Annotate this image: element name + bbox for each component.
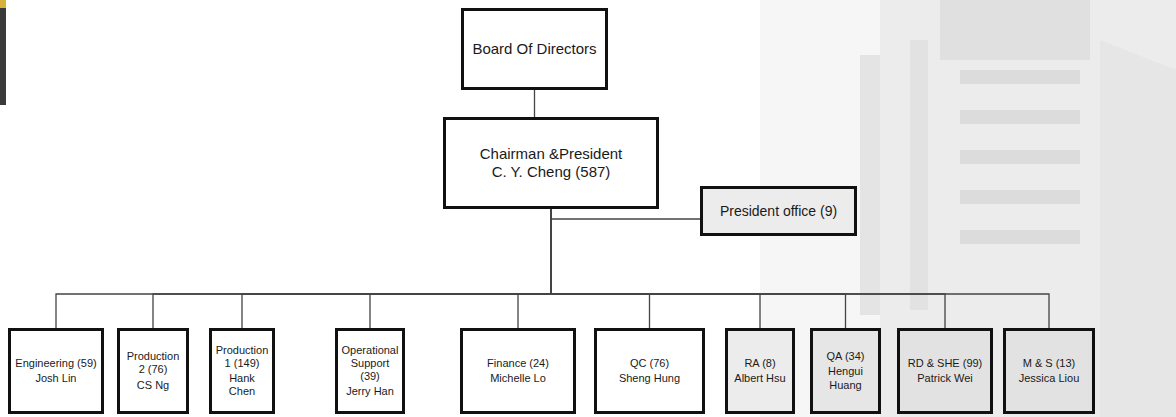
department-box: Finance (24) Michelle Lo bbox=[460, 328, 576, 414]
unit-label: Finance (24) bbox=[487, 357, 549, 370]
building-wall bbox=[880, 0, 1176, 417]
org-connector bbox=[534, 90, 535, 117]
person-name: Patrick Wei bbox=[917, 372, 972, 385]
chairman-box: Chairman &PresidentC. Y. Cheng (587) bbox=[443, 117, 659, 209]
department-box: Engineering (59) Josh Lin bbox=[8, 328, 104, 414]
building-side bbox=[1100, 40, 1176, 417]
org-connector bbox=[551, 209, 650, 328]
org-connector bbox=[56, 209, 551, 328]
person-name: Jerry Han bbox=[346, 385, 394, 398]
unit-label: QC (76) bbox=[630, 357, 669, 370]
unit-label: President office (9) bbox=[720, 203, 837, 220]
department-box: RD & SHE (99) Patrick Wei bbox=[897, 328, 993, 414]
department-box: Production 1 (149)Hank Chen bbox=[209, 328, 275, 414]
building-block bbox=[940, 0, 1090, 60]
person-name: Albert Hsu bbox=[734, 372, 785, 385]
org-connector bbox=[370, 209, 551, 328]
person-name: Jessica Liou bbox=[1019, 372, 1080, 385]
unit-label: Production 1 (149) bbox=[215, 344, 269, 370]
org-connector bbox=[551, 209, 700, 219]
unit-label: RA (8) bbox=[744, 357, 775, 370]
building-window-row bbox=[960, 150, 1080, 164]
unit-label: Operational Support (39) bbox=[341, 344, 399, 384]
building-window-row bbox=[960, 190, 1080, 204]
building-window-row bbox=[960, 70, 1080, 84]
unit-label: Production 2 (76) bbox=[123, 350, 183, 376]
person-name: Hengui Huang bbox=[816, 365, 875, 391]
department-box: M & S (13) Jessica Liou bbox=[1003, 328, 1095, 414]
person-name: Hank Chen bbox=[215, 372, 269, 398]
person-name: Michelle Lo bbox=[490, 372, 546, 385]
unit-label: Board Of Directors bbox=[472, 40, 596, 58]
org-connector bbox=[153, 209, 551, 328]
department-box: QC (76) Sheng Hung bbox=[594, 328, 705, 414]
department-box: QA (34) Hengui Huang bbox=[810, 328, 881, 414]
person-name: C. Y. Cheng (587) bbox=[492, 163, 611, 181]
unit-label: Engineering (59) bbox=[15, 357, 96, 370]
person-name: Josh Lin bbox=[36, 372, 77, 385]
department-box: RA (8) Albert Hsu bbox=[725, 328, 795, 414]
unit-label: M & S (13) bbox=[1023, 357, 1076, 370]
unit-label: QA (34) bbox=[827, 350, 865, 363]
office-box: President office (9) bbox=[700, 186, 857, 236]
person-name: CS Ng bbox=[137, 379, 169, 392]
building-window-row bbox=[960, 230, 1080, 244]
org-connector bbox=[518, 209, 551, 328]
org-connector bbox=[242, 209, 551, 328]
building-column bbox=[910, 40, 928, 310]
board-box: Board Of Directors bbox=[461, 8, 608, 90]
person-name: Sheng Hung bbox=[619, 372, 680, 385]
unit-label: RD & SHE (99) bbox=[908, 357, 983, 370]
building-window-row bbox=[960, 110, 1080, 124]
department-box: Operational Support (39)Jerry Han bbox=[335, 328, 405, 414]
building-column bbox=[860, 55, 880, 315]
side-bar bbox=[0, 0, 6, 105]
side-bar-accent bbox=[0, 0, 6, 8]
unit-label: Chairman &President bbox=[480, 145, 623, 163]
department-box: Production 2 (76) CS Ng bbox=[117, 328, 189, 414]
